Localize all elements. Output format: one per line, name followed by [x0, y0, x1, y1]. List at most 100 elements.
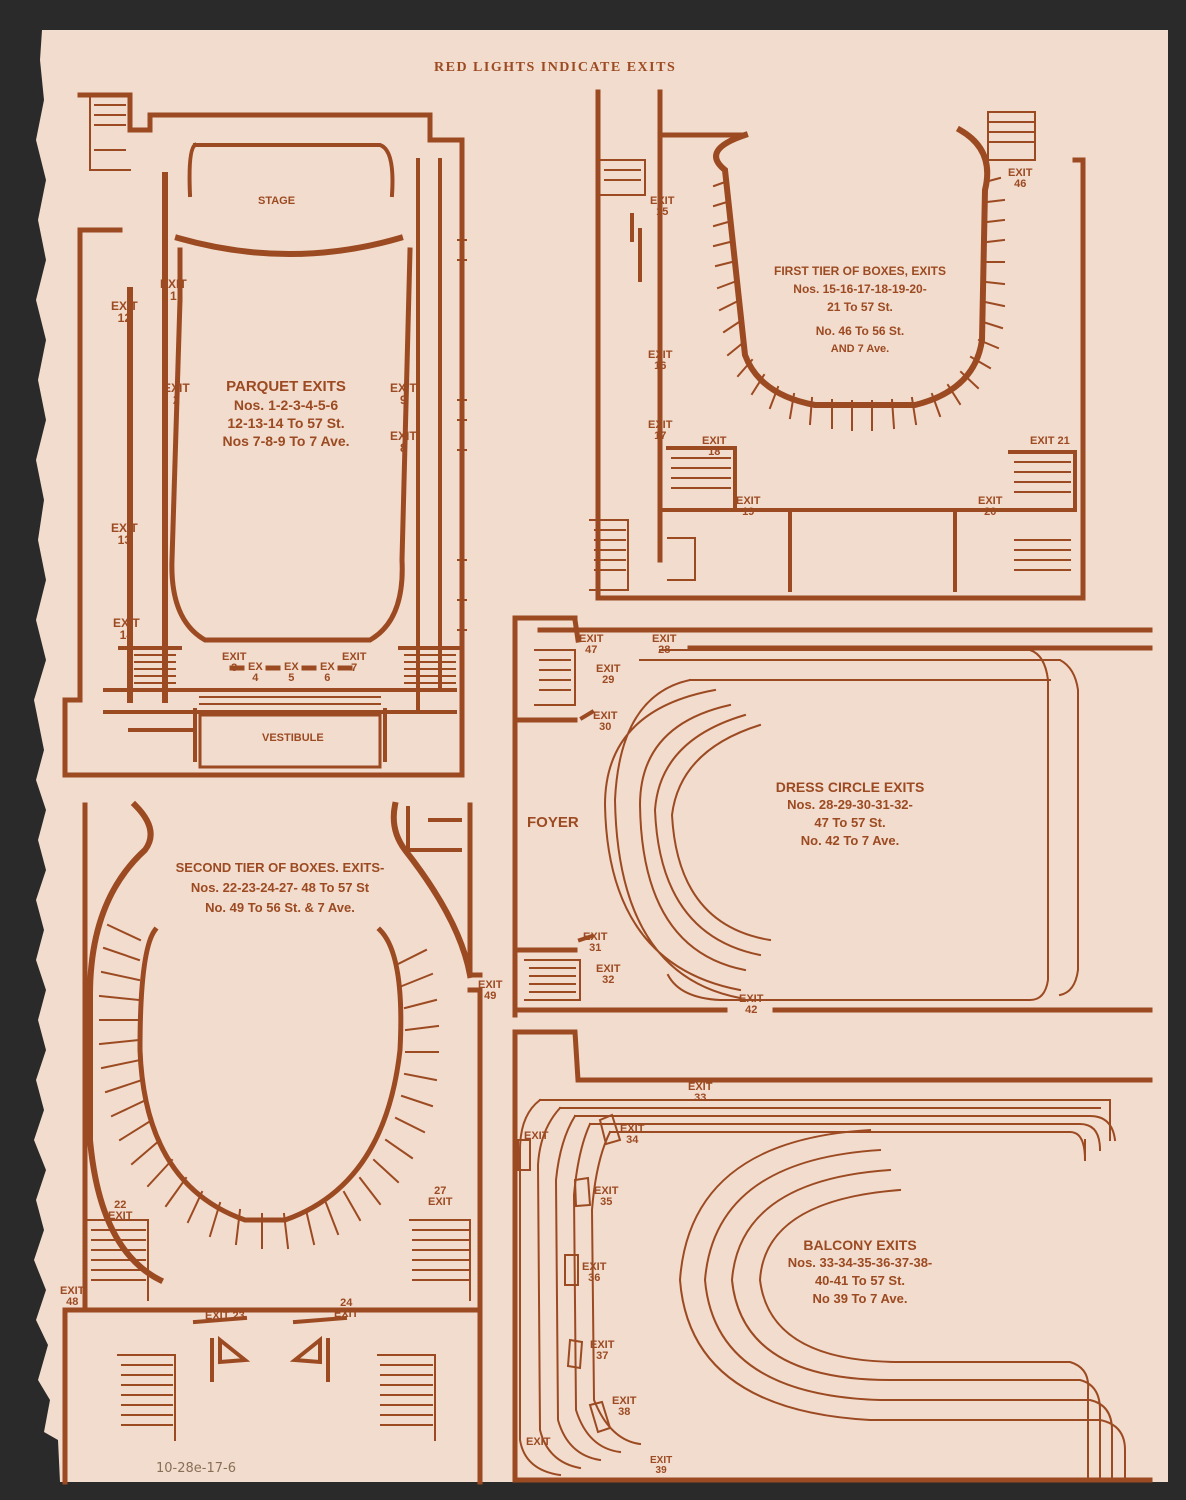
second-tier-exit-label: EXIT 49	[478, 979, 503, 1002]
parquet-exit-label: EX 5	[284, 661, 299, 684]
second-tier-inner	[137, 926, 404, 1223]
parquet-vestibule-label: VESTIBULE	[262, 732, 324, 744]
balcony-walls	[512, 1029, 1153, 1483]
parquet-title: PARQUET EXITS Nos. 1-2-3-4-5-6 12-13-14 …	[178, 378, 394, 450]
dress-circle-title-line: DRESS CIRCLE EXITS	[775, 779, 925, 795]
balcony-title: BALCONY EXITS Nos. 33-34-35-36-37-38- 40…	[760, 1236, 960, 1308]
first-tier-horseshoe	[713, 125, 991, 408]
balcony-exit-label: EXIT 38	[612, 1395, 637, 1418]
dress-circle-tiers	[603, 649, 1079, 1001]
parquet-stage-outline	[187, 142, 395, 198]
second-tier-exit-label: EXIT 23	[205, 1310, 245, 1322]
parquet-auditorium	[169, 247, 413, 643]
second-tier-title: SECOND TIER OF BOXES. EXITS- Nos. 22-23-…	[150, 858, 410, 918]
first-tier-title-line: FIRST TIER OF BOXES, EXITS	[773, 264, 947, 278]
paper-sheet	[34, 30, 1168, 1482]
second-tier-stairs	[87, 1219, 471, 1441]
dress-circle-title-line: No. 42 To 7 Ave.	[800, 833, 900, 848]
dress-circle-walls	[512, 615, 1153, 1018]
parquet-proscenium	[174, 234, 404, 257]
dress-circle-stairs-n	[534, 649, 576, 706]
parquet-vestibule-room	[198, 713, 382, 769]
dress-circle-exit-label: EXIT 31	[583, 931, 608, 954]
balcony-title-line: Nos. 33-34-35-36-37-38-	[787, 1255, 933, 1270]
balcony-title-line: BALCONY EXITS	[803, 1237, 917, 1253]
dress-circle-exit-label: EXIT 29	[596, 663, 621, 686]
parquet-title-line: Nos 7-8-9 To 7 Ave.	[222, 433, 350, 449]
parquet-exit-label: EXIT 9	[390, 381, 417, 407]
first-tier-exit-label: EXIT 18	[702, 435, 727, 458]
first-tier-exit-label: EXIT 15	[650, 195, 675, 218]
first-tier-corridor	[630, 213, 642, 282]
first-tier-exit-label: EXIT 21	[1030, 435, 1070, 447]
first-tier-stairs-nw	[599, 159, 646, 196]
balcony-ring	[678, 1099, 1126, 1481]
parquet-exit-label: EXIT 7	[342, 651, 367, 674]
first-tier-title-line: No. 46 To 56 St.	[815, 324, 905, 338]
dress-circle-stairs-s	[524, 959, 581, 1001]
parquet-exit-label: EXIT 3	[222, 651, 247, 674]
dress-circle-exit-label: EXIT 47	[579, 633, 604, 656]
parquet-stairs-sw	[134, 654, 456, 705]
parquet-exit-label: EXIT 2	[163, 381, 190, 407]
parquet-east-windows	[457, 239, 467, 631]
second-tier-title-line: No. 49 To 56 St. & 7 Ave.	[205, 900, 355, 915]
second-tier-box-partitions	[98, 923, 440, 1250]
dress-circle-plan	[512, 615, 1153, 1018]
first-tier-title-line: Nos. 15-16-17-18-19-20-	[793, 282, 927, 296]
balcony-exit-label: EXIT 35	[594, 1185, 619, 1208]
dress-circle-exit-doors	[577, 709, 595, 943]
second-tier-exit-label: 22 EXIT	[108, 1199, 133, 1222]
first-tier-box-partitions	[712, 176, 1006, 431]
balcony-exit-label: EXIT 34	[620, 1123, 645, 1146]
second-tier-title-line: SECOND TIER OF BOXES. EXITS-	[175, 860, 385, 875]
parquet-title-line: PARQUET EXITS	[226, 378, 346, 395]
parquet-stage-label: STAGE	[258, 195, 296, 207]
dress-circle-title-line: Nos. 28-29-30-31-32-	[787, 797, 913, 812]
parquet-exit-label: EXIT 14	[113, 616, 140, 642]
balcony-exit-label: EXIT 37	[590, 1339, 615, 1362]
first-tier-exit-label: EXIT 20	[978, 495, 1003, 518]
dress-circle-exit-label: EXIT 42	[739, 993, 764, 1016]
parquet-exit-label: EXIT 13	[111, 521, 138, 547]
second-tier-exit-label: EXIT 48	[60, 1285, 85, 1308]
second-tier-title-line: Nos. 22-23-24-27- 48 To 57 St	[190, 880, 370, 895]
dress-circle-exit-label: EXIT 32	[596, 963, 621, 986]
first-tier-outer-wall	[595, 89, 1086, 601]
first-tier-exit-label: EXIT 19	[736, 495, 761, 518]
second-tier-exit-label: 24 EXIT	[334, 1297, 359, 1320]
dress-circle-title: DRESS CIRCLE EXITS Nos. 28-29-30-31-32- …	[750, 778, 950, 850]
balcony-title-line: 40-41 To 57 St.	[814, 1273, 906, 1288]
parquet-title-line: Nos. 1-2-3-4-5-6	[233, 397, 339, 413]
parquet-outer-wall	[62, 92, 465, 778]
first-tier-title: FIRST TIER OF BOXES, EXITS Nos. 15-16-17…	[760, 262, 960, 358]
balcony-exit-label: EXIT 39	[650, 1455, 673, 1476]
balcony-exit-label: EXIT	[526, 1436, 551, 1448]
parquet-exit-label: EXIT 12	[111, 299, 138, 325]
second-tier-exit-label: 27 EXIT	[428, 1185, 453, 1208]
parquet-side-corridor-e	[416, 158, 442, 712]
first-tier-lower-stairs	[589, 457, 1071, 591]
balcony-title-line: No 39 To 7 Ave.	[812, 1291, 908, 1306]
balcony-exit-label: EXIT 36	[582, 1261, 607, 1284]
balcony-aisle-boxes	[517, 1113, 622, 1434]
balcony-exit-label: EXIT 33	[688, 1081, 713, 1104]
parquet-exit-label: EXIT 8	[390, 429, 417, 455]
second-tier-exit-doors	[192, 806, 462, 1382]
dress-circle-foyer-label: FOYER	[527, 814, 579, 831]
dress-circle-exit-label: EXIT 30	[593, 710, 618, 733]
parquet-side-corridor-w	[127, 172, 168, 703]
balcony-plan	[512, 1029, 1153, 1483]
first-tier-exit-label: EXIT 16	[648, 349, 673, 372]
first-tier-title-line: AND 7 Ave.	[830, 343, 890, 355]
handwritten-note: 10-28e-17-6	[156, 1461, 236, 1476]
first-tier-plan	[589, 89, 1086, 601]
page-header: RED LIGHTS INDICATE EXITS	[434, 60, 677, 75]
parquet-title-line: 12-13-14 To 57 St.	[227, 415, 345, 431]
first-tier-exit-label: EXIT 17	[648, 419, 673, 442]
first-tier-exit-label: EXIT 46	[1008, 167, 1033, 190]
second-tier-plan	[62, 800, 483, 1485]
parquet-exit-label: EX 6	[320, 661, 335, 684]
